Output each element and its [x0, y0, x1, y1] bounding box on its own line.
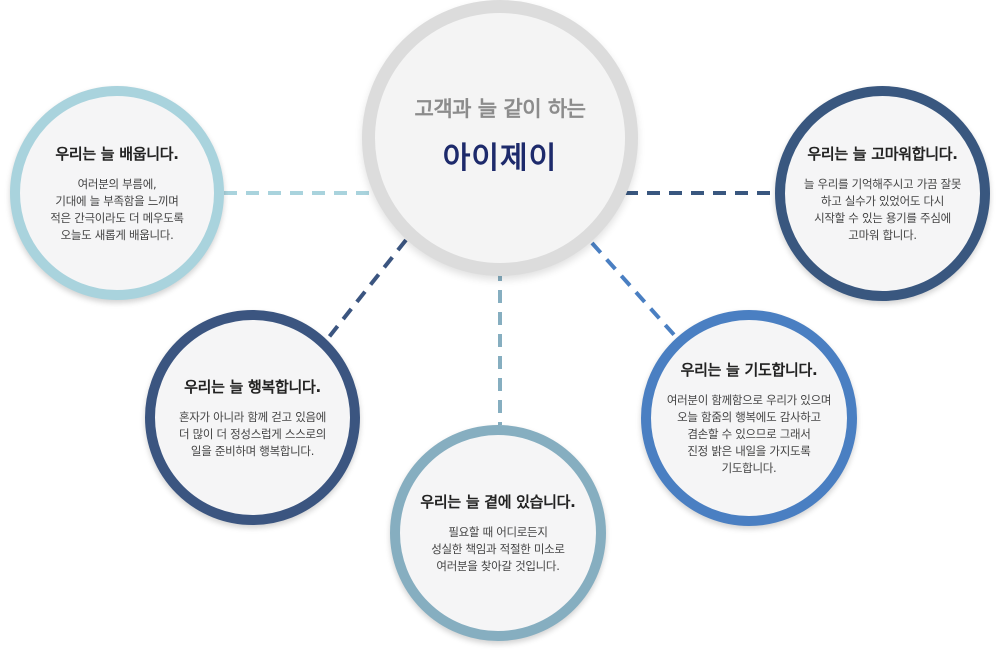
- node-beside: 우리는 늘 곁에 있습니다. 필요할 때 어디로든지 성실한 책임과 적절한 미…: [390, 425, 606, 641]
- node-thanks-title: 우리는 늘 고마워합니다.: [807, 145, 958, 163]
- connector-pray: [590, 241, 678, 339]
- brand-name: 아이제이: [442, 141, 558, 176]
- node-happy-title: 우리는 늘 행복합니다.: [184, 377, 321, 396]
- node-pray-title: 우리는 늘 기도합니다.: [680, 361, 818, 379]
- node-thanks-body: 늘 우리를 기억해주시고 가끔 잘못 하고 실수가 있었어도 다시 시작할 수 …: [803, 177, 962, 242]
- center-subtitle: 고객과 늘 같이 하는: [414, 97, 587, 121]
- node-happy-body: 혼자가 아니라 함께 걷고 있음에 더 많이 더 정성스럽게 스스로의 일을 준…: [178, 409, 327, 458]
- connector-happy: [323, 238, 408, 344]
- node-learn-title: 우리는 늘 배웁니다.: [55, 144, 179, 163]
- node-pray: 우리는 늘 기도합니다. 여러분이 함께함으로 우리가 있으며 오늘 함줌의 행…: [641, 310, 857, 526]
- node-beside-body: 필요할 때 어디로든지 성실한 책임과 적절한 미소로 여러분을 찾아갈 것입니…: [431, 525, 565, 573]
- node-happy: 우리는 늘 행복합니다. 혼자가 아니라 함께 걷고 있음에 더 많이 더 정성…: [145, 310, 360, 525]
- node-beside-title: 우리는 늘 곁에 있습니다.: [420, 493, 576, 511]
- node-thanks: 우리는 늘 고마워합니다. 늘 우리를 기억해주시고 가끔 잘못 하고 실수가 …: [775, 86, 990, 301]
- node-learn-body: 여러분의 부름에, 기대에 늘 부족함을 느끼며 적은 간극이라도 더 메우도록…: [50, 176, 184, 242]
- node-learn: 우리는 늘 배웁니다. 여러분의 부름에, 기대에 늘 부족함을 느끼며 적은 …: [10, 86, 224, 300]
- node-pray-body: 여러분이 함께함으로 우리가 있으며 오늘 함줌의 행복에도 감사하고 겸손할 …: [666, 393, 832, 475]
- center-circle: 고객과 늘 같이 하는 아이제이: [362, 0, 638, 276]
